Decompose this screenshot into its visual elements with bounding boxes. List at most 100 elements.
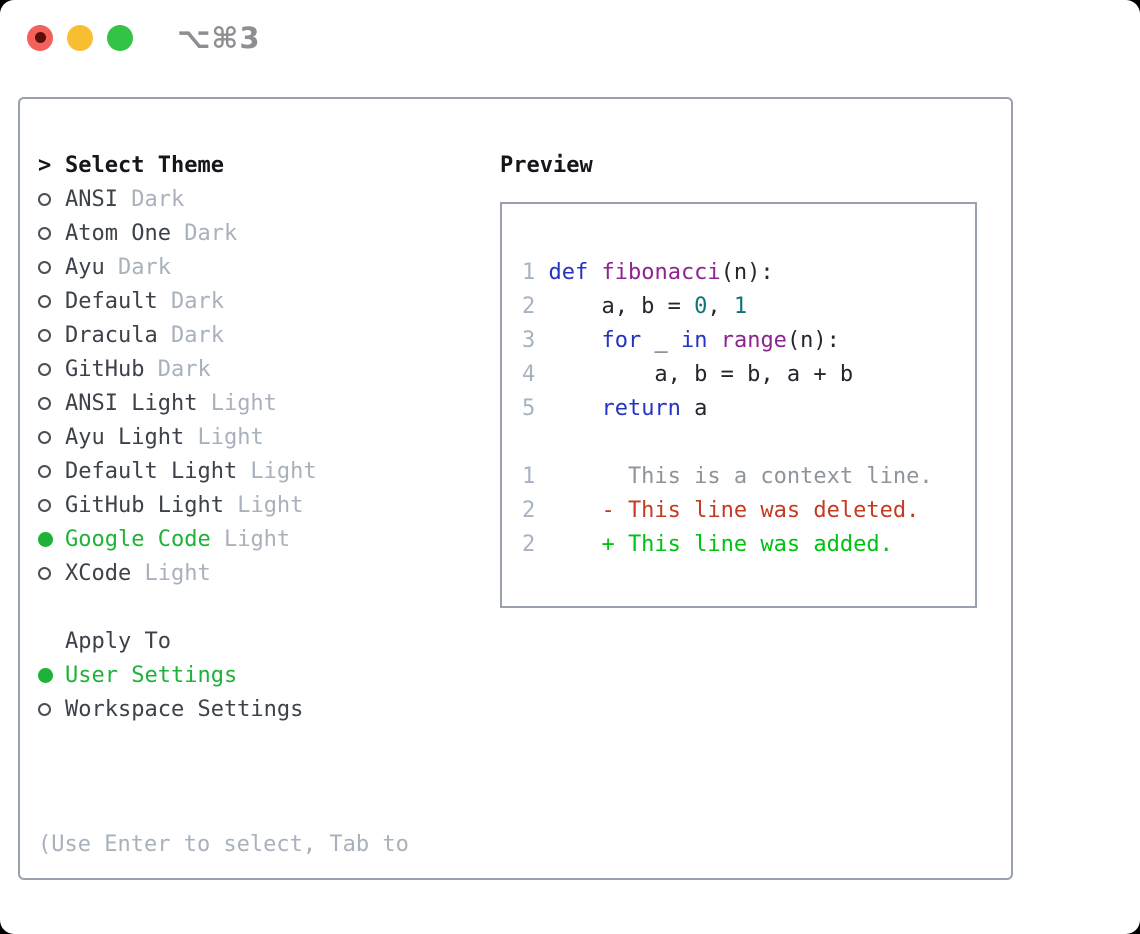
help-text: (Use Enter to select, Tab to change focu… bbox=[38, 760, 500, 934]
preview-pane: Preview 1 def fibonacci(n): 2 a, b = 0, 1 3… bbox=[500, 148, 1011, 878]
radio-icon bbox=[38, 566, 51, 580]
preview-line: 2 - This line was deleted. bbox=[522, 493, 975, 527]
option-variant-label: Light bbox=[131, 560, 211, 586]
preview-line bbox=[522, 425, 975, 459]
line-content: def fibonacci(n): bbox=[548, 259, 774, 285]
option-variant-label: Light bbox=[197, 390, 277, 416]
option-variant-label: Dark bbox=[157, 322, 224, 348]
radio-icon bbox=[38, 294, 51, 308]
close-dot-icon bbox=[34, 32, 46, 43]
cursor-icon: > bbox=[38, 152, 52, 178]
theme-option-default-light[interactable]: Default Light Light bbox=[38, 454, 500, 488]
option-variant-label: Dark bbox=[157, 288, 224, 314]
preview-line: 5 return a bbox=[522, 391, 975, 425]
preview-line: 2 + This line was added. bbox=[522, 527, 975, 561]
option-variant-label: Dark bbox=[117, 186, 185, 212]
line-number: 5 bbox=[522, 395, 536, 421]
radio-icon bbox=[38, 498, 51, 512]
line-number: 3 bbox=[522, 327, 536, 353]
apply-to-header: Apply To bbox=[38, 624, 500, 658]
option-label: User Settings bbox=[65, 662, 238, 688]
option-variant-label: Dark bbox=[144, 356, 211, 382]
option-label: Ayu Light bbox=[65, 424, 185, 450]
line-content: return a bbox=[601, 395, 708, 421]
line-content: a, b = 0, 1 bbox=[548, 293, 748, 319]
theme-option-default[interactable]: Default Dark bbox=[38, 284, 500, 318]
option-label: Default Light bbox=[65, 458, 238, 484]
radio-selected-icon bbox=[38, 531, 53, 547]
radio-icon bbox=[38, 396, 51, 410]
option-label: Ayu bbox=[65, 254, 105, 280]
apply-option-user-settings[interactable]: User Settings bbox=[38, 658, 500, 692]
preview-line: 4 a, b = b, a + b bbox=[522, 357, 975, 391]
window-shortcut-label: ⌥⌘3 bbox=[177, 20, 261, 55]
option-label: ANSI Light bbox=[65, 390, 198, 416]
line-number: 4 bbox=[522, 361, 536, 387]
line-content: a, b = b, a + b bbox=[548, 361, 854, 387]
radio-icon bbox=[38, 260, 51, 274]
radio-icon bbox=[38, 192, 51, 206]
option-label: Default bbox=[65, 288, 158, 314]
option-variant-label: Light bbox=[223, 492, 304, 518]
radio-icon bbox=[38, 362, 51, 376]
option-label: XCode bbox=[65, 560, 132, 586]
help-line-2: change focus) bbox=[38, 930, 500, 934]
line-number: 2 bbox=[522, 531, 536, 557]
zoom-button[interactable] bbox=[107, 24, 133, 51]
theme-option-dracula[interactable]: Dracula Dark bbox=[38, 318, 500, 352]
option-label: Workspace Settings bbox=[65, 696, 304, 722]
radio-icon bbox=[38, 702, 51, 716]
preview-box: 1 def fibonacci(n): 2 a, b = 0, 1 3 for _ i… bbox=[500, 202, 977, 608]
option-variant-label: Dark bbox=[170, 220, 238, 246]
theme-option-github-light[interactable]: GitHub Light Light bbox=[38, 488, 500, 522]
select-theme-title: Select Theme bbox=[65, 152, 224, 178]
option-variant-label: Light bbox=[184, 424, 264, 450]
select-theme-header: > Select Theme bbox=[38, 148, 500, 182]
option-variant-label: Light bbox=[210, 526, 291, 552]
line-number: 1 bbox=[522, 259, 536, 285]
radio-selected-icon bbox=[38, 667, 53, 683]
theme-option-ayu[interactable]: Ayu Dark bbox=[38, 250, 500, 284]
option-label: ANSI bbox=[65, 186, 118, 212]
option-label: GitHub bbox=[65, 356, 145, 382]
preview-line: 3 for _ in range(n): bbox=[522, 323, 975, 357]
theme-option-google-code[interactable]: Google Code Light bbox=[38, 522, 500, 556]
theme-option-github[interactable]: GitHub Dark bbox=[38, 352, 500, 386]
preview-line: 1 This is a context line. bbox=[522, 459, 975, 493]
theme-option-ayu-light[interactable]: Ayu Light Light bbox=[38, 420, 500, 454]
apply-to-title: Apply To bbox=[65, 628, 171, 654]
option-variant-label: Dark bbox=[104, 254, 171, 280]
theme-option-ansi[interactable]: ANSI Dark bbox=[38, 182, 500, 216]
option-label: Dracula bbox=[65, 322, 158, 348]
line-content: - This line was deleted. bbox=[548, 497, 920, 523]
theme-option-ansi-light[interactable]: ANSI Light Light bbox=[38, 386, 500, 420]
radio-icon bbox=[38, 328, 51, 342]
line-number: 2 bbox=[522, 497, 536, 523]
option-label: Atom One bbox=[65, 220, 171, 246]
option-variant-label: Light bbox=[237, 458, 317, 484]
close-button[interactable] bbox=[27, 24, 53, 51]
minimize-button[interactable] bbox=[67, 24, 93, 51]
theme-option-atom-one[interactable]: Atom One Dark bbox=[38, 216, 500, 250]
apply-option-workspace-settings[interactable]: Workspace Settings bbox=[38, 692, 500, 726]
theme-option-xcode[interactable]: XCode Light bbox=[38, 556, 500, 590]
preview-code: 1 def fibonacci(n): 2 a, b = 0, 1 3 for _ i… bbox=[522, 255, 975, 561]
preview-title: Preview bbox=[500, 152, 593, 178]
radio-icon bbox=[38, 226, 51, 240]
line-content: + This line was added. bbox=[548, 531, 893, 557]
line-content: for _ in range(n): bbox=[601, 327, 840, 353]
preview-line: 1 def fibonacci(n): bbox=[522, 255, 975, 289]
option-label: GitHub Light bbox=[65, 492, 224, 518]
line-number: 2 bbox=[522, 293, 536, 319]
help-line-1: (Use Enter to select, Tab to bbox=[38, 832, 409, 857]
spacer bbox=[38, 590, 500, 624]
line-content: This is a context line. bbox=[548, 463, 933, 489]
option-label: Google Code bbox=[65, 526, 211, 552]
radio-icon bbox=[38, 464, 51, 478]
line-number: 1 bbox=[522, 463, 536, 489]
radio-icon bbox=[38, 430, 51, 444]
